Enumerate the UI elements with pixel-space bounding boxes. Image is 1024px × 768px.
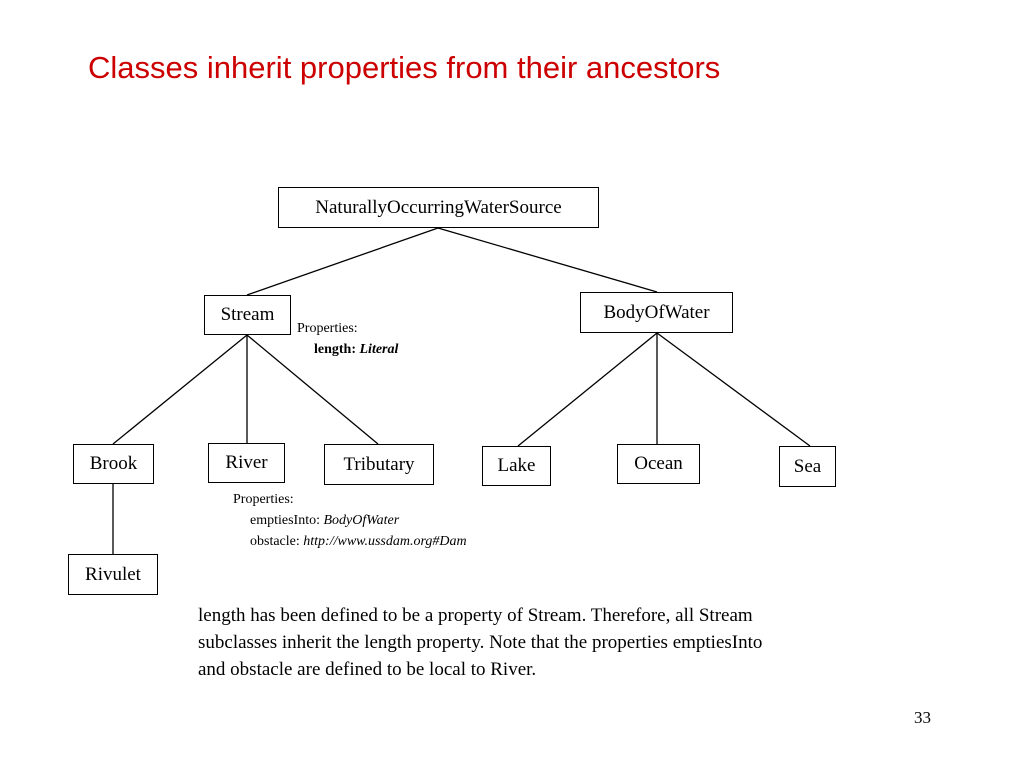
edge-stream-brook (112, 334, 248, 445)
edge-bodyofwater-lake (517, 332, 658, 447)
river-properties: Properties: emptiesInto: BodyOfWater obs… (233, 489, 467, 552)
property-name-length: length: (314, 342, 356, 357)
node-river: River (208, 443, 285, 483)
slide-title: Classes inherit properties from their an… (88, 50, 721, 85)
river-property-emptiesinto: emptiesInto: BodyOfWater (233, 510, 467, 531)
property-value-emptiesinto: BodyOfWater (323, 513, 400, 528)
page-number: 33 (914, 708, 931, 727)
explanation-line: length has been defined to be a property… (198, 605, 753, 626)
node-lake: Lake (482, 446, 551, 486)
edge-bodyofwater-sea (656, 332, 811, 447)
node-naturallyoccurringwatersource: NaturallyOccurringWaterSource (278, 187, 599, 228)
node-rivulet: Rivulet (68, 554, 158, 595)
river-property-obstacle: obstacle: http://www.ussdam.org#Dam (233, 531, 467, 552)
edge-stream-tributary (246, 334, 379, 445)
stream-properties-heading: Properties: (297, 321, 358, 336)
node-bodyofwater: BodyOfWater (580, 292, 733, 333)
stream-properties: Properties: length: Literal (297, 318, 398, 360)
explanation-line: and obstacle are defined to be local to … (198, 659, 537, 680)
property-name-emptiesinto: emptiesInto: (250, 513, 320, 528)
edge-root-stream (246, 227, 439, 296)
node-stream: Stream (204, 295, 291, 335)
node-sea: Sea (779, 446, 836, 487)
node-brook: Brook (73, 444, 154, 484)
river-properties-heading: Properties: (233, 492, 294, 507)
property-type-literal: Literal (359, 342, 399, 357)
stream-property-length: length: Literal (297, 339, 398, 360)
explanation-text: length has been defined to be a property… (198, 602, 918, 683)
property-name-obstacle: obstacle: (250, 534, 300, 549)
edge-root-bodyofwater (437, 227, 658, 293)
node-ocean: Ocean (617, 444, 700, 484)
explanation-line: subclasses inherit the length property. … (198, 632, 763, 653)
node-tributary: Tributary (324, 444, 434, 485)
property-value-obstacle: http://www.ussdam.org#Dam (303, 534, 467, 549)
